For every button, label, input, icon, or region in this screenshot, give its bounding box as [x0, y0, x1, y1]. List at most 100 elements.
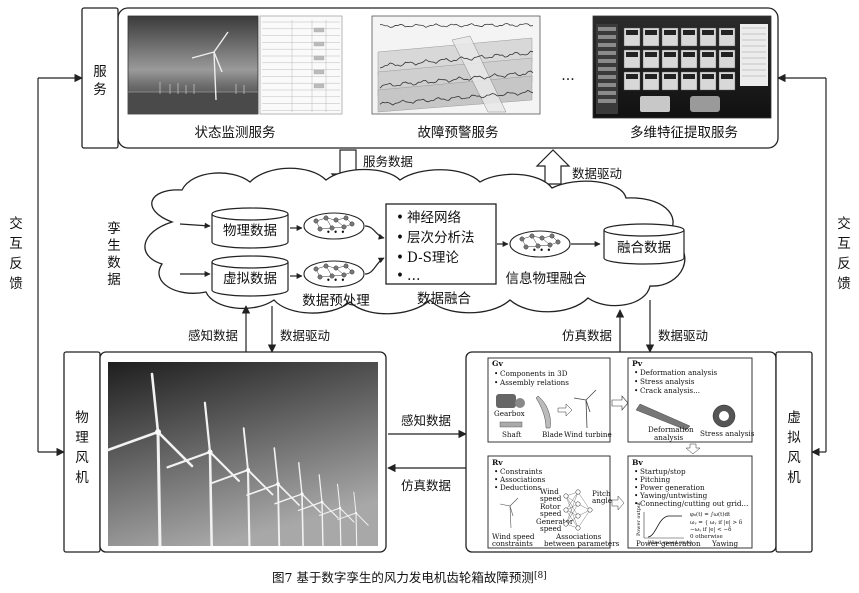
method-ahp: 层次分析法: [407, 230, 475, 246]
yawing-formula: φ₀(t) = ∫ω(t)dt ωᵧ = { ωᵧ if |e| > δ −ωᵧ…: [690, 511, 743, 540]
preprocess-label: 数据预处理: [302, 293, 370, 309]
gv-part-blade: Blade: [542, 430, 563, 439]
rv-part-2: constraints: [492, 539, 533, 548]
gv-part-shaft: Shaft: [502, 430, 521, 439]
virtual-turbine-panel: 虚 拟 风 机 Gv • Components in 3D • Assembly…: [465, 351, 813, 553]
figure-caption: 图7 基于数字孪生的风力发电机齿轮箱故障预测[8]: [272, 570, 547, 585]
rv-part-3: Associations: [555, 532, 602, 541]
svg-text:•: •: [634, 386, 638, 395]
svg-text:−ωᵧ if |e| < −δ: −ωᵧ if |e| < −δ: [690, 527, 732, 533]
svg-text:•: •: [634, 499, 638, 508]
preprocess-network-bottom: • • •: [303, 260, 365, 288]
feature-extraction-panel: 多维特征提取服务: [592, 15, 772, 141]
rv-param-4a: Pitch: [592, 489, 611, 498]
gv-part-wind-turbine: Wind turbine: [564, 430, 612, 439]
rv-param-2b: speed: [540, 509, 562, 518]
gv-item-1: Components in 3D: [500, 369, 568, 378]
status-monitoring-caption: 状态监测服务: [195, 125, 276, 141]
fault-warning-panel: 故障预警服务: [371, 15, 541, 141]
fusion-label: 数据融合: [417, 291, 471, 307]
virtual-label-1: 虚: [787, 410, 801, 426]
sim-data-right-label: 仿真数据: [562, 328, 612, 343]
power-curve-plot: Power output Wind speed (m/s): [636, 502, 692, 546]
sim-data-mid-label: 仿真数据: [401, 478, 451, 493]
rv-part-4: between parameters: [544, 539, 620, 548]
pv-item-1: Deformation analysis: [640, 368, 718, 377]
data-drive-up-arrow: [535, 149, 571, 185]
physical-label-3: 风: [75, 450, 89, 466]
wind-turbine-model-icon: [573, 389, 597, 429]
rv-turbine-icon: [499, 497, 519, 529]
svg-text:• • •: • • •: [326, 276, 345, 285]
physical-label-4: 机: [75, 470, 89, 486]
virtual-label-4: 机: [787, 470, 801, 486]
rv-title: Rv: [492, 458, 503, 467]
turbine-field-photo: [108, 362, 378, 546]
twin-data-cloud: 孪 生 数 据 物理数据 虚拟数据 • • • • • • 数据预处: [107, 167, 686, 315]
bv-axis-y: Power output: [636, 502, 642, 536]
wind-turbine-icon: [191, 31, 229, 101]
svg-text:ωᵧ = { ωᵧ if |e| > δ: ωᵧ = { ωᵧ if |e| > δ: [690, 520, 743, 526]
svg-text:φ₀(t) = ∫ω(t)dt: φ₀(t) = ∫ω(t)dt: [690, 511, 731, 518]
virtual-label-3: 风: [787, 450, 801, 466]
physical-turbine-panel: 物 理 风 机: [63, 351, 387, 553]
rv-param-3b: speed: [540, 524, 562, 533]
feedback-left-3: 反: [9, 256, 23, 272]
feedback-right-4: 馈: [837, 276, 851, 292]
method-neural-network: 神经网络: [407, 210, 461, 226]
service-tier: 服 务 状态监测服务: [81, 7, 779, 149]
svg-text:•: •: [634, 491, 638, 500]
turbine-row: [106, 372, 369, 547]
svg-text:•: •: [494, 378, 498, 387]
bv-behavior-model: Bv • Startup/stop • Pitching • Power gen…: [627, 455, 753, 549]
bv-part-2: Yawing: [711, 539, 739, 548]
physical-label-1: 物: [75, 410, 89, 426]
svg-text:•: •: [634, 368, 638, 377]
svg-text:•: •: [634, 467, 638, 476]
bv-item-2: Pitching: [640, 475, 671, 484]
svg-text:•: •: [494, 369, 498, 378]
perceive-mid-label: 感知数据: [401, 413, 451, 428]
perceive-left-label: 感知数据: [188, 328, 238, 343]
service-data-label: 服务数据: [363, 154, 413, 169]
cloud-lower-arrows: 感知数据 数据驱动 仿真数据 数据驱动: [188, 300, 708, 353]
rv-part-1: Wind speed: [492, 532, 535, 541]
method-bullet-1: •: [396, 210, 404, 226]
virtual-label-2: 拟: [787, 430, 801, 446]
svg-text:•: •: [494, 483, 498, 492]
bv-part-1: Power generation: [636, 539, 701, 548]
svg-text:•: •: [634, 483, 638, 492]
bv-item-1: Startup/stop: [640, 467, 686, 476]
feature-extraction-caption: 多维特征提取服务: [630, 124, 738, 141]
bv-item-4: Yawing/untwisting: [639, 491, 708, 500]
virtual-label-box: [775, 351, 813, 553]
interaction-feedback-left: 交 互 反 馈: [9, 73, 83, 457]
method-bullet-3: •: [396, 250, 404, 266]
data-drive-right-label: 数据驱动: [658, 328, 708, 343]
pv-part-3: Stress analysis: [700, 429, 755, 438]
bv-title: Bv: [632, 458, 643, 467]
rv-rule-model: Rv • Constraints • Associations • Deduct…: [487, 455, 620, 549]
blade-icon: [535, 395, 551, 429]
twin-label-1: 孪: [107, 220, 121, 237]
svg-text:• • •: • • •: [532, 246, 551, 255]
rv-param-1a: Wind: [540, 487, 559, 496]
method-ds-theory: D-S理论: [407, 250, 459, 266]
rv-param-3a: Generator: [536, 517, 574, 526]
rv-item-3: Deductions: [500, 483, 541, 492]
svg-text:•: •: [494, 475, 498, 484]
virtual-data-label: 虚拟数据: [223, 271, 277, 287]
gv-title: Gv: [492, 359, 503, 368]
svg-text:• • •: • • •: [326, 228, 345, 237]
virtual-data-store: 虚拟数据: [211, 255, 289, 297]
status-monitoring-panel: 状态监测服务: [127, 15, 343, 141]
feedback-right-1: 交: [837, 215, 851, 232]
rv-param-1b: speed: [540, 494, 562, 503]
svg-text:•: •: [494, 467, 498, 476]
method-bullet-2: •: [396, 230, 404, 246]
pv-item-3: Crack analysis...: [640, 386, 700, 395]
physical-data-store: 物理数据: [211, 207, 289, 249]
fused-data-store: 融合数据: [603, 223, 685, 265]
method-more: …: [407, 268, 421, 284]
